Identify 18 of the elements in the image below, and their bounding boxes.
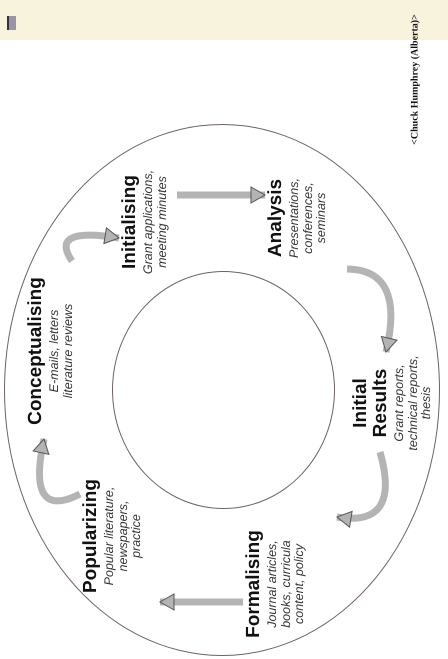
stage-description: Grant reports, technical reports, thesis bbox=[392, 354, 434, 453]
curved-arrow bbox=[336, 451, 389, 528]
attribution-text: <Chuck Humphrey (Alberta)> bbox=[410, 13, 420, 147]
curved-arrow bbox=[346, 266, 398, 353]
stage-description: Popular literature, newspapers, practice bbox=[102, 486, 144, 588]
stage-title: Initial Results bbox=[351, 368, 391, 440]
stage-description: Grant applications, meeting minutes bbox=[142, 168, 170, 276]
stage-title: Popularizing bbox=[81, 479, 101, 593]
stage-title: Analysis bbox=[266, 178, 286, 258]
stage-description: E-mails, letters literature reviews bbox=[48, 302, 76, 400]
curved-arrow bbox=[160, 594, 243, 610]
curved-arrow bbox=[62, 228, 120, 263]
stage-description: Journal articles, books, curricula content, policy bbox=[266, 539, 308, 630]
stage-title: Formalising bbox=[244, 530, 264, 638]
stage-title: Conceptualising bbox=[26, 277, 46, 425]
curved-arrow bbox=[177, 186, 266, 204]
stage-title: Initialising bbox=[120, 175, 140, 269]
stage-description: Presentations, conferences, seminars bbox=[288, 177, 330, 260]
